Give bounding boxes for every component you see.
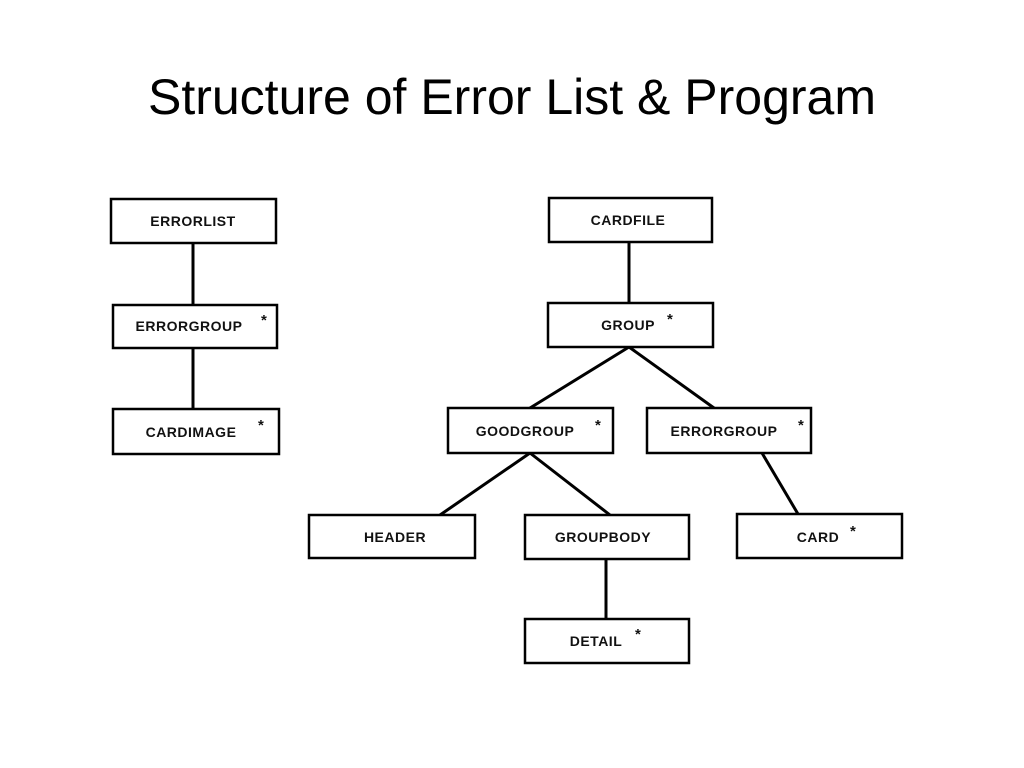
node-groupbody-label: GROUPBODY (555, 529, 651, 545)
slide-title: Structure of Error List & Program (147, 69, 876, 125)
node-cardimage-label: CARDIMAGE (146, 424, 237, 440)
connector-errorgroup-card (760, 451, 800, 516)
node-cardfile-label: CARDFILE (591, 212, 666, 228)
node-errorgroup-left-mark: * (261, 312, 267, 329)
node-cardimage-mark: * (258, 417, 264, 434)
node-group-label: GROUP (601, 317, 655, 333)
node-group-mark: * (667, 311, 673, 328)
connector-goodgroup-groupbody (528, 451, 612, 517)
node-cardfile: CARDFILE (547, 196, 714, 244)
node-goodgroup-label: GOODGROUP (476, 423, 575, 439)
node-header-label: HEADER (364, 529, 426, 545)
node-cardimage: CARDIMAGE * (111, 407, 281, 456)
node-detail-mark: * (635, 626, 641, 643)
node-goodgroup-mark: * (595, 417, 601, 434)
node-errorlist: ERRORLIST (109, 197, 278, 245)
node-group: GROUP * (546, 301, 715, 349)
node-groupbody: GROUPBODY (523, 513, 691, 561)
node-errorgroup-left: ERRORGROUP * (111, 303, 279, 350)
node-card: CARD * (735, 512, 904, 560)
node-card-mark: * (850, 523, 856, 540)
node-errorlist-label: ERRORLIST (150, 213, 235, 229)
node-header: HEADER (307, 513, 477, 560)
node-errorgroup-right-label: ERRORGROUP (671, 423, 778, 439)
node-detail: DETAIL * (523, 617, 691, 665)
node-errorgroup-right-mark: * (798, 417, 804, 434)
node-detail-label: DETAIL (570, 633, 623, 649)
connector-goodgroup-header (438, 451, 532, 517)
node-card-label: CARD (797, 529, 839, 545)
node-errorgroup-right: ERRORGROUP * (645, 406, 813, 455)
node-goodgroup: GOODGROUP * (446, 406, 615, 455)
connector-group-goodgroup (528, 345, 631, 410)
node-errorgroup-left-label: ERRORGROUP (136, 318, 243, 334)
connector-group-errorgroup (627, 345, 716, 410)
program-connectors (438, 240, 800, 621)
